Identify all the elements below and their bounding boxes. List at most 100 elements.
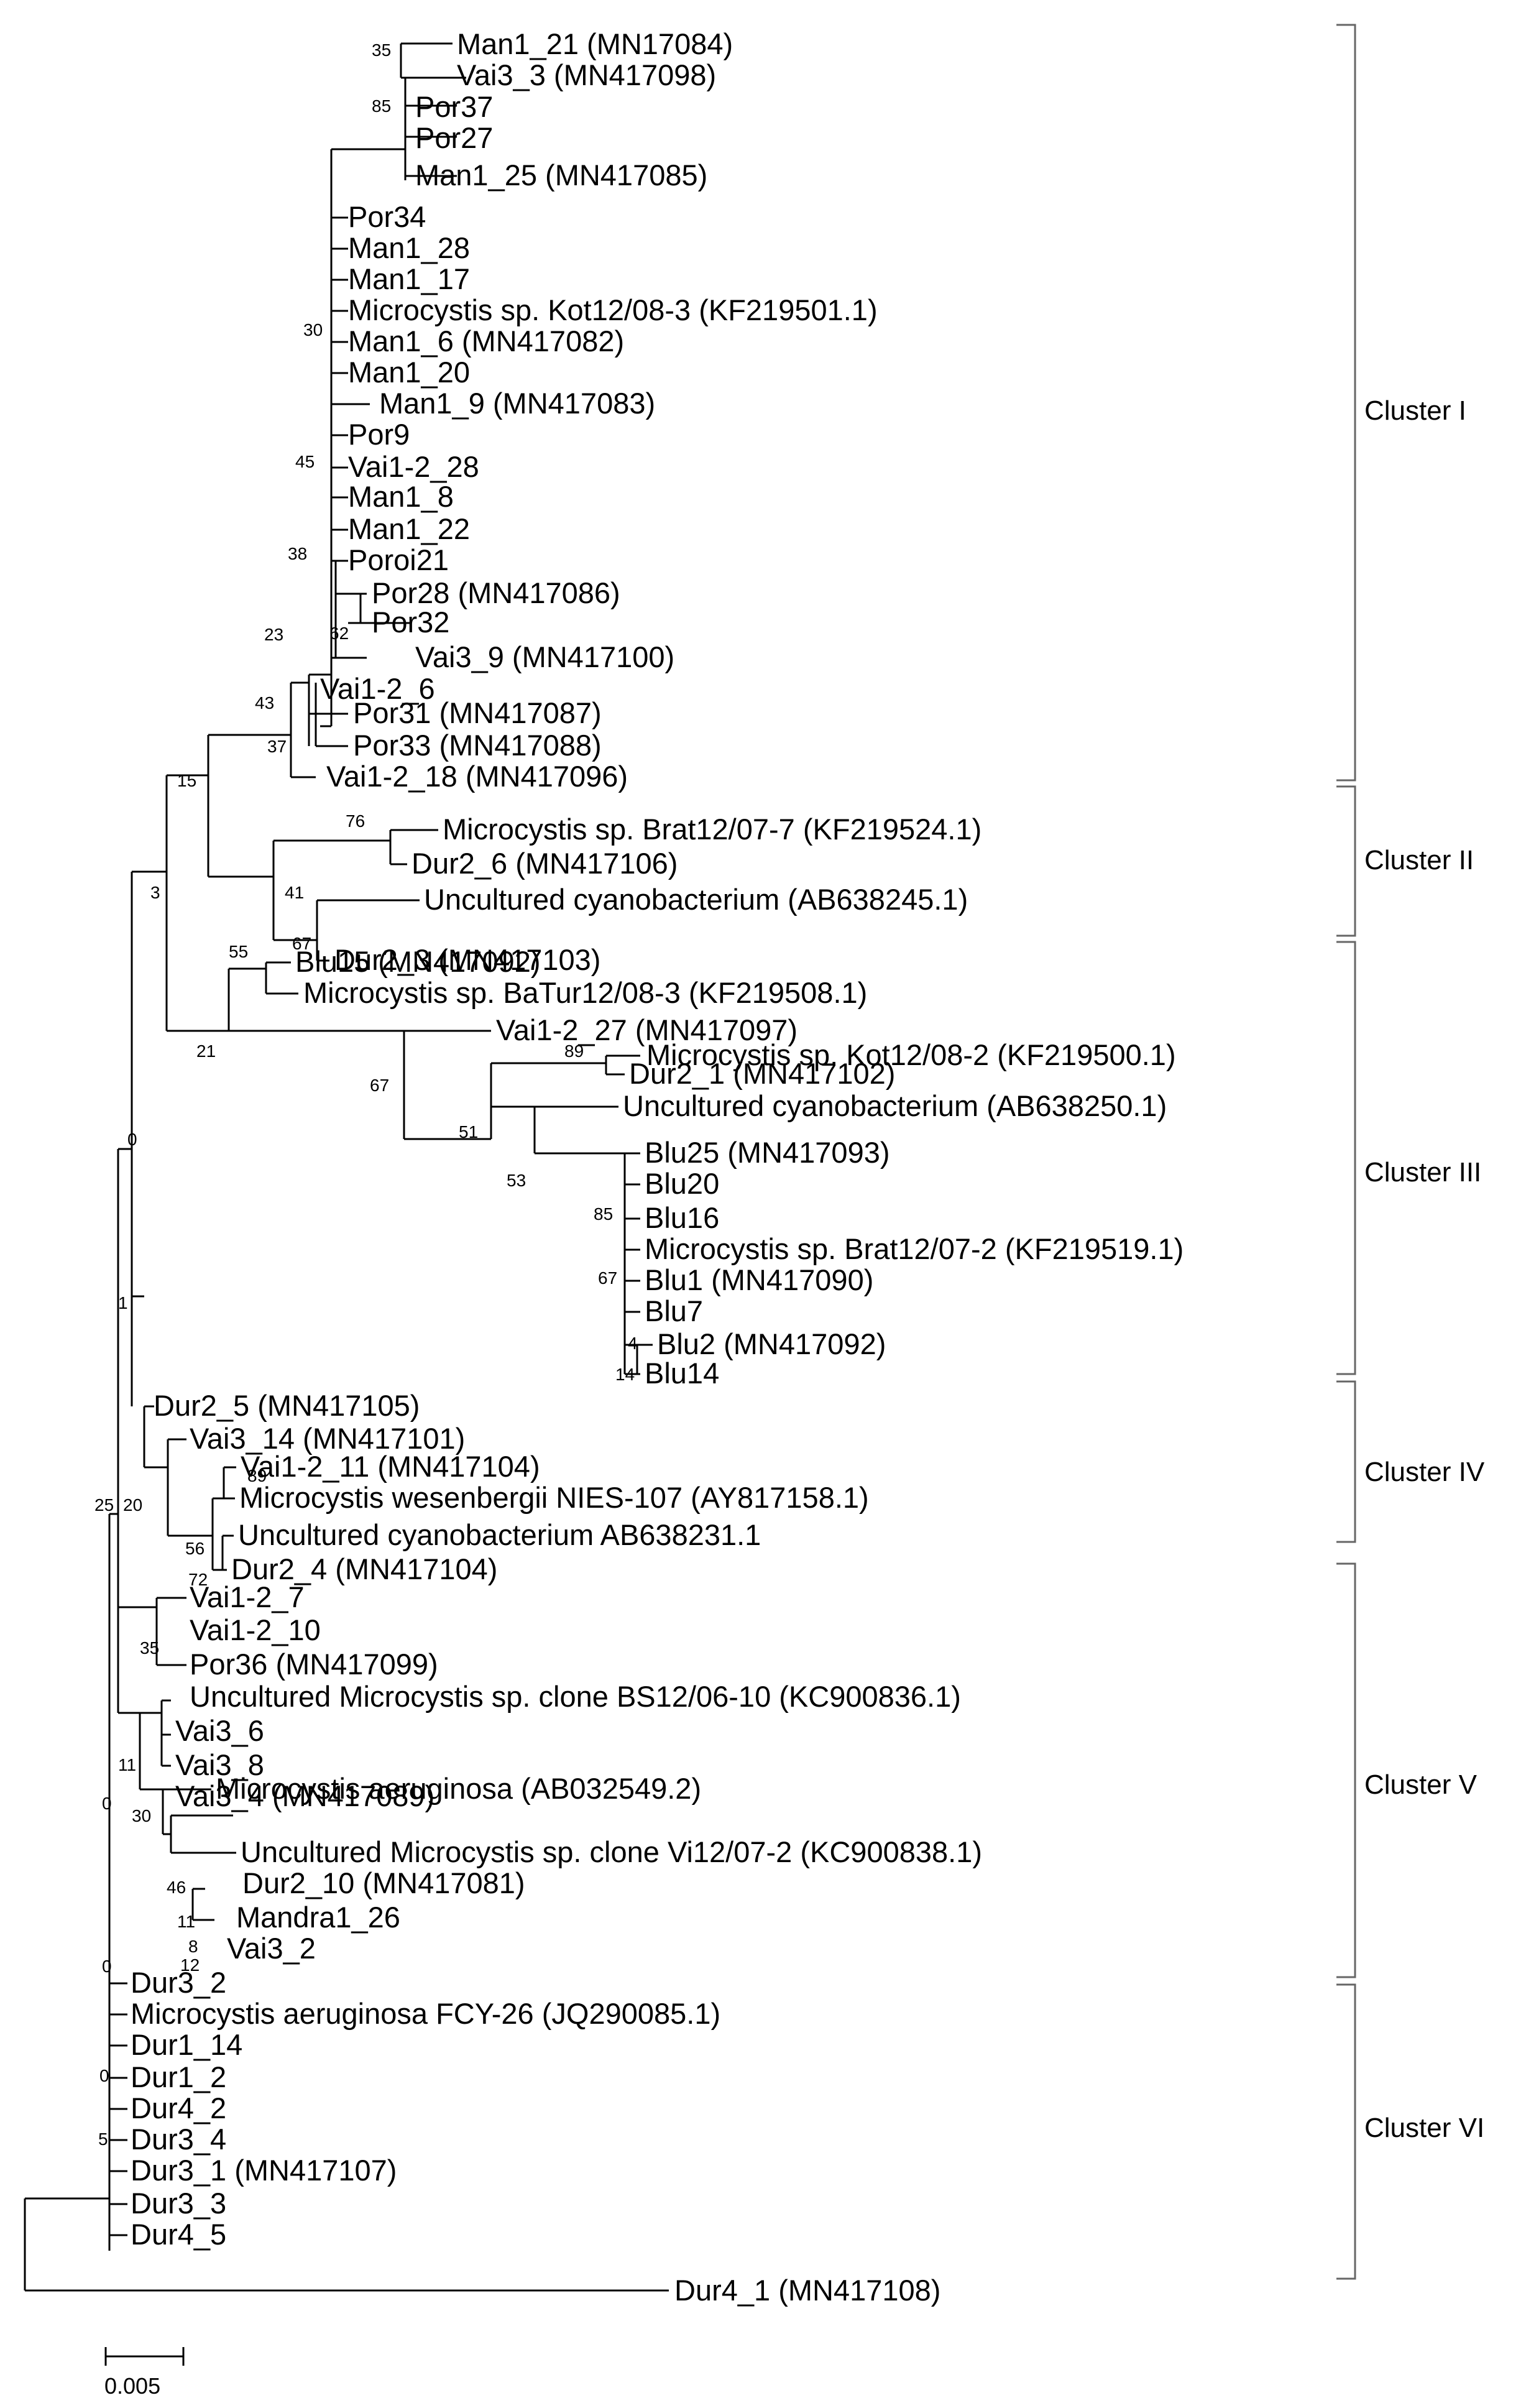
leaf-label: Vai1-2_28	[348, 450, 479, 483]
leaf-label: Por34	[348, 200, 426, 233]
leaf-label: Man1_28	[348, 231, 470, 264]
leaf-label: Dur4_2	[131, 2092, 226, 2124]
leaf-label: Man1_22	[348, 512, 470, 545]
leaf-label: Dur3_4	[131, 2123, 226, 2156]
leaf-label: Vai1-2_7	[190, 1580, 305, 1613]
bootstrap-value: 89	[564, 1041, 584, 1061]
leaf-label: Man1_17	[348, 262, 470, 295]
leaf-label: Vai3_3 (MN417098)	[457, 58, 716, 91]
leaf-label: Man1_21 (MN17084)	[457, 27, 733, 60]
bootstrap-value: 53	[507, 1171, 526, 1190]
bootstrap-value: 4	[628, 1334, 638, 1353]
leaf-label: Uncultured cyanobacterium (AB638250.1)	[623, 1089, 1167, 1122]
bootstrap-value: 25	[94, 1495, 114, 1515]
leaf-label: Por28 (MN417086)	[372, 576, 620, 609]
tree-leaf-labels: Man1_21 (MN17084) Vai3_3 (MN417098) Por3…	[131, 27, 1184, 2307]
bootstrap-value: 46	[167, 1878, 186, 1897]
cluster-label: Cluster IV	[1364, 1457, 1485, 1487]
leaf-label: Vai3_8	[175, 1748, 264, 1781]
leaf-label: Microcystis sp. Kot12/08-2 (KF219500.1)	[646, 1038, 1176, 1071]
bootstrap-value: 67	[292, 934, 311, 953]
leaf-label: Uncultured Microcystis sp. clone Vi12/07…	[241, 1835, 982, 1868]
leaf-label: Man1_6 (MN417082)	[348, 325, 624, 358]
leaf-label: Por32	[372, 606, 449, 639]
bootstrap-value: 14	[615, 1365, 635, 1384]
cluster-label: Cluster III	[1364, 1157, 1481, 1188]
leaf-label: Vai1-2_11 (MN417104)	[241, 1450, 540, 1483]
cluster-bracket	[1336, 785, 1356, 937]
leaf-label: Microcystis aeruginosa FCY-26 (JQ290085.…	[131, 1997, 720, 2030]
leaf-label: Dur4_1 (MN417108)	[674, 2274, 940, 2307]
leaf-label: Vai1-2_6	[320, 672, 435, 705]
leaf-label: Blu14	[645, 1357, 719, 1390]
bootstrap-value: 11	[177, 1912, 195, 1931]
leaf-label: Man1_9 (MN417083)	[379, 387, 655, 420]
bootstrap-value: 85	[594, 1204, 613, 1224]
leaf-label: Dur1_14	[131, 2028, 242, 2061]
bootstrap-value: 38	[288, 544, 307, 563]
leaf-label: Por37	[415, 90, 493, 123]
leaf-label: Microcystis sp. Brat12/07-2 (KF219519.1)	[645, 1232, 1184, 1265]
leaf-label: Man1_20	[348, 356, 470, 389]
bootstrap-value: 56	[185, 1539, 205, 1558]
bootstrap-value: 76	[346, 811, 365, 831]
leaf-label: Dur3_3	[131, 2187, 226, 2220]
cluster-bracket	[1336, 941, 1356, 1375]
leaf-label: Por31 (MN417087)	[353, 696, 602, 729]
leaf-label: Dur2_4 (MN417104)	[231, 1552, 497, 1585]
leaf-label: Microcystis sp. BaTur12/08-3 (KF219508.1…	[303, 976, 867, 1009]
bootstrap-value: 3	[150, 883, 160, 902]
leaf-label: Dur1_2	[131, 2060, 226, 2093]
bootstrap-value: 5	[98, 2129, 108, 2149]
cluster-label: Cluster I	[1364, 395, 1466, 426]
cluster-bracket	[1336, 1380, 1356, 1543]
scale-bar-label: 0.005	[104, 2373, 160, 2399]
leaf-label: Vai3_6	[175, 1714, 264, 1747]
leaf-label: Blu7	[645, 1294, 703, 1327]
bootstrap-value: 21	[196, 1041, 216, 1061]
leaf-label: Dur2_5 (MN417105)	[154, 1389, 420, 1422]
leaf-label: Man1_25 (MN417085)	[415, 159, 707, 191]
leaf-label: Poroi21	[348, 543, 449, 576]
bootstrap-value: 41	[285, 883, 304, 902]
cluster-bracket	[1336, 1983, 1356, 2280]
leaf-label: Mandra1_26	[236, 1901, 400, 1934]
bootstrap-value: 62	[329, 624, 349, 643]
cluster-label: Cluster II	[1364, 845, 1474, 875]
cluster-bracket	[1336, 1562, 1356, 1978]
bootstrap-value: 0	[102, 1957, 112, 1976]
bootstrap-value: 23	[264, 625, 283, 644]
bootstrap-value: 43	[255, 693, 274, 713]
leaf-label: Por33 (MN417088)	[353, 729, 602, 762]
cluster-labels: Cluster I Cluster II Cluster III Cluster…	[1364, 395, 1485, 2143]
bootstrap-value: 0	[102, 1794, 112, 1813]
leaf-label: Vai1-2_10	[190, 1613, 321, 1646]
leaf-label: Man1_8	[348, 480, 454, 513]
bootstrap-value: 85	[372, 96, 391, 116]
leaf-label: Microcystis sp. Kot12/08-3 (KF219501.1)	[348, 293, 878, 326]
bootstrap-value: 35	[372, 40, 391, 60]
leaf-label: Dur4_5	[131, 2218, 226, 2251]
bootstrap-value: 1	[118, 1293, 128, 1312]
bootstrap-value: 0	[99, 2066, 109, 2085]
bootstrap-value: 30	[303, 320, 323, 339]
leaf-label: Por27	[415, 121, 493, 154]
bootstrap-value: 0	[127, 1130, 137, 1149]
leaf-label: Vai3_9 (MN417100)	[415, 640, 674, 673]
bootstrap-value: 67	[370, 1076, 389, 1095]
leaf-label: Dur3_1 (MN417107)	[131, 2154, 397, 2187]
bootstrap-value: 67	[598, 1268, 617, 1288]
bootstrap-value: 89	[247, 1466, 267, 1485]
bootstrap-value: 20	[123, 1495, 142, 1515]
leaf-label: Por9	[348, 418, 410, 451]
bootstrap-value: 8	[188, 1937, 198, 1956]
leaf-label: Microcystis wesenbergii NIES-107 (AY8171…	[239, 1481, 869, 1514]
bootstrap-value: 51	[459, 1122, 478, 1142]
leaf-label: Vai3_14 (MN417101)	[190, 1422, 465, 1455]
bootstrap-value: 55	[229, 942, 248, 961]
bootstrap-value: 15	[177, 771, 196, 790]
leaf-label: Vai1-2_18 (MN417096)	[326, 760, 628, 793]
bootstrap-value: 37	[267, 737, 287, 756]
leaf-label: Blu16	[645, 1201, 719, 1234]
